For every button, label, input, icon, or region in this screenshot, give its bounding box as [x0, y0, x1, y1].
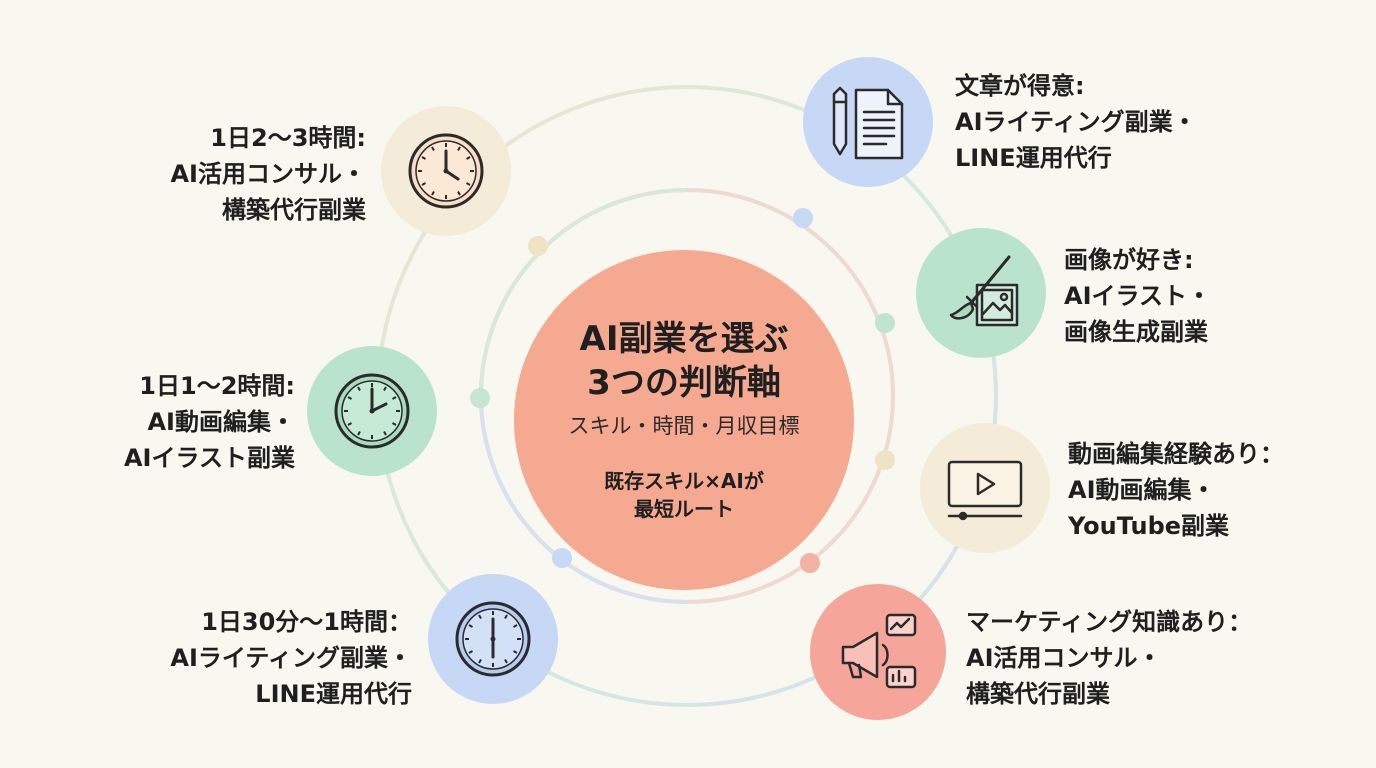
- time-label-3-line2: AIライティング副業・: [170, 644, 412, 672]
- center-hub: AI副業を選ぶ 3つの判断軸 スキル・時間・月収目標 既存スキル×AIが 最短ル…: [514, 250, 854, 590]
- skill-label-video-line2: AI動画編集・: [1068, 476, 1216, 504]
- document-pen-icon: [826, 80, 910, 164]
- time-node-1: [381, 106, 511, 236]
- clock-icon: [406, 131, 486, 211]
- ring-dot: [552, 548, 572, 568]
- skill-label-image-line2: AIイラスト・: [1064, 282, 1212, 310]
- time-label-2-line2: AI動画編集・: [147, 408, 295, 436]
- time-label-3-line3: LINE運用代行: [255, 680, 412, 708]
- ring-dot: [875, 450, 895, 470]
- ring-dot: [528, 236, 548, 256]
- skill-label-writing-heading: 文章が得意:: [955, 72, 1085, 100]
- skill-label-marketing: マーケティング知識あり： AI活用コンサル・ 構築代行副業: [966, 604, 1252, 712]
- skill-label-video: 動画編集経験あり： AI動画編集・ YouTube副業: [1068, 436, 1284, 544]
- skill-label-video-line3: YouTube副業: [1068, 512, 1230, 540]
- center-title-line2: 3つの判断軸: [587, 363, 781, 403]
- skill-label-writing-line3: LINE運用代行: [955, 144, 1112, 172]
- center-note-line2: 最短ルート: [634, 497, 734, 521]
- time-label-3: 1日30分〜1時間： AIライティング副業・ LINE運用代行: [170, 604, 412, 712]
- ring-dot: [875, 313, 895, 333]
- time-label-1: 1日2〜3時間: AI活用コンサル・ 構築代行副業: [170, 120, 366, 228]
- center-subtitle: スキル・時間・月収目標: [568, 414, 800, 438]
- skill-label-image: 画像が好き: AIイラスト・ 画像生成副業: [1064, 242, 1211, 350]
- time-label-3-heading: 1日30分〜1時間：: [201, 608, 412, 636]
- time-node-2: [307, 346, 437, 476]
- skill-node-marketing: [810, 584, 946, 720]
- time-label-1-heading: 1日2〜3時間:: [210, 124, 366, 152]
- megaphone-icon: [833, 607, 923, 697]
- clock-icon: [332, 371, 412, 451]
- time-label-1-line2: AI活用コンサル・: [170, 160, 366, 188]
- skill-node-writing: [803, 57, 933, 187]
- skill-node-image: [916, 228, 1046, 358]
- paintbrush-image-icon: [939, 251, 1023, 335]
- clock-icon: [453, 599, 533, 679]
- time-label-2-line3: AIイラスト副業: [123, 444, 295, 472]
- center-note-line1: 既存スキル×AIが: [604, 469, 764, 493]
- skill-label-writing: 文章が得意: AIライティング副業・ LINE運用代行: [955, 68, 1197, 176]
- time-label-2: 1日1〜2時間: AI動画編集・ AIイラスト副業: [124, 368, 295, 476]
- video-player-icon: [943, 446, 1027, 530]
- time-node-3: [428, 574, 558, 704]
- skill-label-image-line3: 画像生成副業: [1064, 318, 1208, 346]
- ring-dot: [800, 553, 820, 573]
- ring-dot: [793, 208, 813, 228]
- skill-label-video-heading: 動画編集経験あり：: [1068, 440, 1284, 468]
- time-label-2-heading: 1日1〜2時間:: [139, 372, 295, 400]
- skill-label-writing-line2: AIライティング副業・: [955, 108, 1197, 136]
- skill-label-image-heading: 画像が好き:: [1064, 246, 1194, 274]
- skill-label-marketing-line3: 構築代行副業: [966, 680, 1110, 708]
- ring-dot: [470, 388, 490, 408]
- skill-node-video: [920, 423, 1050, 553]
- center-title-line1: AI副業を選ぶ: [579, 319, 789, 359]
- skill-label-marketing-heading: マーケティング知識あり：: [966, 608, 1253, 636]
- time-label-1-line3: 構築代行副業: [222, 196, 366, 224]
- skill-label-marketing-line2: AI活用コンサル・: [966, 644, 1162, 672]
